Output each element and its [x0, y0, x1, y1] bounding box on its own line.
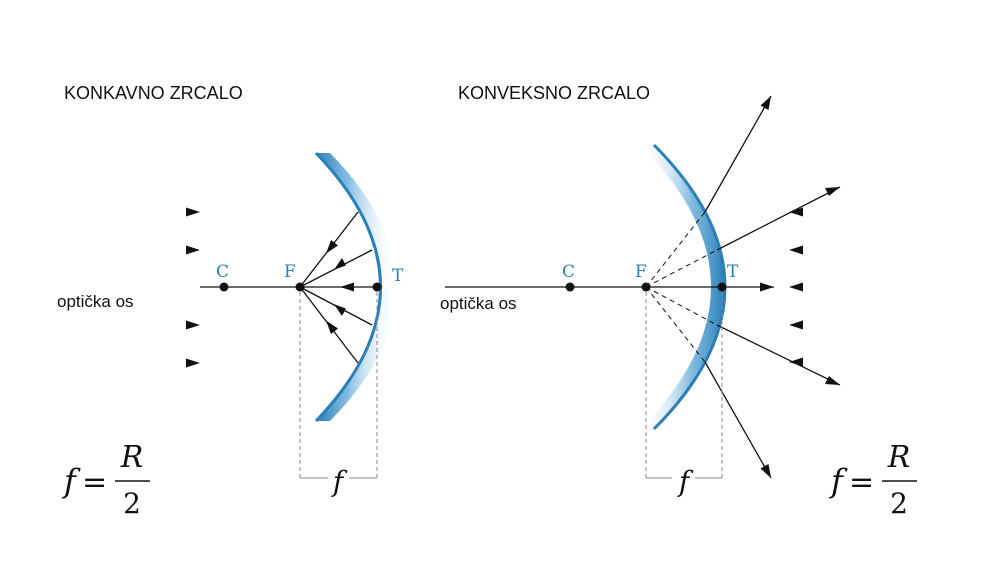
convex-focal-label: f	[677, 465, 694, 498]
arrowhead	[789, 282, 803, 292]
formula-numerator: R	[120, 440, 144, 475]
arrowhead	[186, 207, 200, 217]
convex-axis-label: optička os	[440, 294, 517, 313]
formula-equals: =	[849, 465, 874, 500]
concave-label-c: C	[216, 262, 229, 282]
convex-focal-dimension	[645, 292, 723, 478]
convex-label-c: C	[562, 262, 575, 282]
arrowhead	[326, 320, 338, 334]
concave-mirror	[316, 153, 396, 421]
convex-point-c	[565, 282, 575, 292]
convex-mirror-panel: KONVEKSNO ZRCALO	[440, 83, 928, 520]
concave-formula: f = R 2	[62, 440, 150, 520]
concave-incoming-rays	[60, 211, 372, 364]
reflected-ray	[716, 324, 841, 386]
virtual-ray	[645, 211, 706, 288]
concave-incoming-arrowheads	[186, 207, 200, 368]
arrowhead	[760, 464, 771, 478]
concave-point-c	[219, 282, 229, 292]
concave-point-f	[295, 282, 305, 292]
virtual-ray	[645, 249, 718, 288]
concave-reflected-arrowheads	[326, 240, 354, 334]
reflected-ray	[704, 95, 772, 213]
arrowhead	[334, 304, 346, 316]
concave-focal-dimension	[299, 292, 378, 478]
concave-label-t: T	[392, 266, 404, 286]
convex-label-f: F	[635, 262, 647, 282]
convex-reflected-arrowheads	[760, 96, 840, 478]
arrowhead	[789, 245, 803, 255]
reflected-ray	[704, 361, 772, 479]
arrowhead	[186, 245, 200, 255]
reflected-ray	[716, 186, 841, 251]
arrowhead	[825, 187, 840, 196]
convex-point-f	[641, 282, 651, 292]
formula-numerator: R	[887, 440, 911, 475]
concave-point-t	[372, 282, 382, 292]
concave-axis-label: optička os	[57, 292, 134, 311]
arrowhead	[326, 240, 338, 254]
arrowhead	[760, 282, 774, 292]
convex-point-t	[717, 282, 727, 292]
arrowhead	[789, 357, 803, 367]
convex-incoming-arrowheads	[789, 207, 803, 367]
formula-lhs: f	[62, 462, 81, 500]
arrowhead	[825, 376, 840, 385]
concave-title: KONKAVNO ZRCALO	[64, 83, 243, 103]
arrowhead	[340, 282, 354, 292]
concave-focal-label: f	[331, 465, 348, 498]
convex-mirror	[640, 145, 725, 429]
formula-denominator: 2	[890, 487, 908, 520]
convex-reflected-rays	[704, 95, 841, 479]
formula-lhs: f	[829, 462, 848, 500]
virtual-ray	[645, 286, 706, 363]
formula-equals: =	[82, 465, 107, 500]
convex-virtual-rays	[645, 211, 718, 363]
arrowhead	[789, 320, 803, 330]
arrowhead	[760, 96, 771, 110]
convex-label-t: T	[727, 262, 739, 282]
arrowhead	[789, 207, 803, 217]
concave-mirror-panel: KONKAVNO ZRCALO	[57, 83, 404, 520]
arrowhead	[334, 258, 346, 270]
convex-title: KONVEKSNO ZRCALO	[458, 83, 650, 103]
concave-label-f: F	[284, 262, 296, 282]
arrowhead	[186, 320, 200, 330]
convex-formula: f = R 2	[829, 440, 917, 520]
virtual-ray	[645, 286, 718, 326]
convex-incoming-rays	[705, 211, 928, 363]
arrowhead	[186, 358, 200, 368]
formula-denominator: 2	[123, 487, 141, 520]
